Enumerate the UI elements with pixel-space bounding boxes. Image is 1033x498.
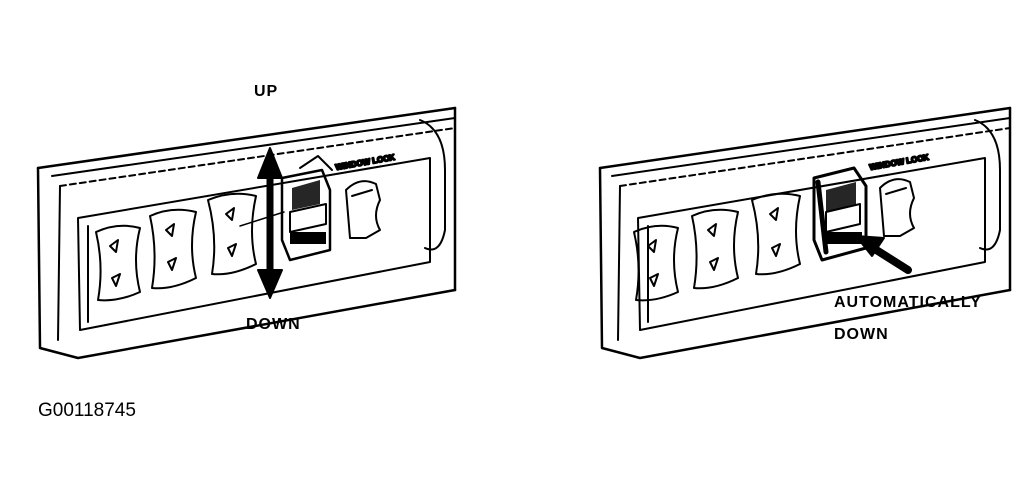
right-switch-2 <box>691 208 739 290</box>
push-arrow <box>855 235 912 274</box>
automatically-label: AUTOMATICALLY <box>834 294 982 311</box>
right-switch-3 <box>751 192 801 276</box>
right-switch-text: ▲AUTO <box>829 235 859 244</box>
left-switch-text: ▲AUTO <box>293 235 323 244</box>
auto-down-label: DOWN <box>834 326 889 343</box>
left-switch-2 <box>149 208 197 290</box>
left-switch-3 <box>207 192 257 276</box>
left-switch-1 <box>95 224 141 302</box>
right-console-panel: ▲AUTO WINDOW LOCK <box>598 106 1012 360</box>
right-switch-1 <box>633 224 679 302</box>
figure-code: G00118745 <box>38 400 136 421</box>
up-down-arrow <box>239 147 285 299</box>
down-label: DOWN <box>246 316 301 333</box>
up-label: UP <box>254 83 279 100</box>
right-lock-switch: WINDOW LOCK <box>868 152 931 237</box>
right-auto-switch: ▲AUTO <box>812 166 868 262</box>
left-auto-switch: ▲AUTO <box>280 155 333 262</box>
